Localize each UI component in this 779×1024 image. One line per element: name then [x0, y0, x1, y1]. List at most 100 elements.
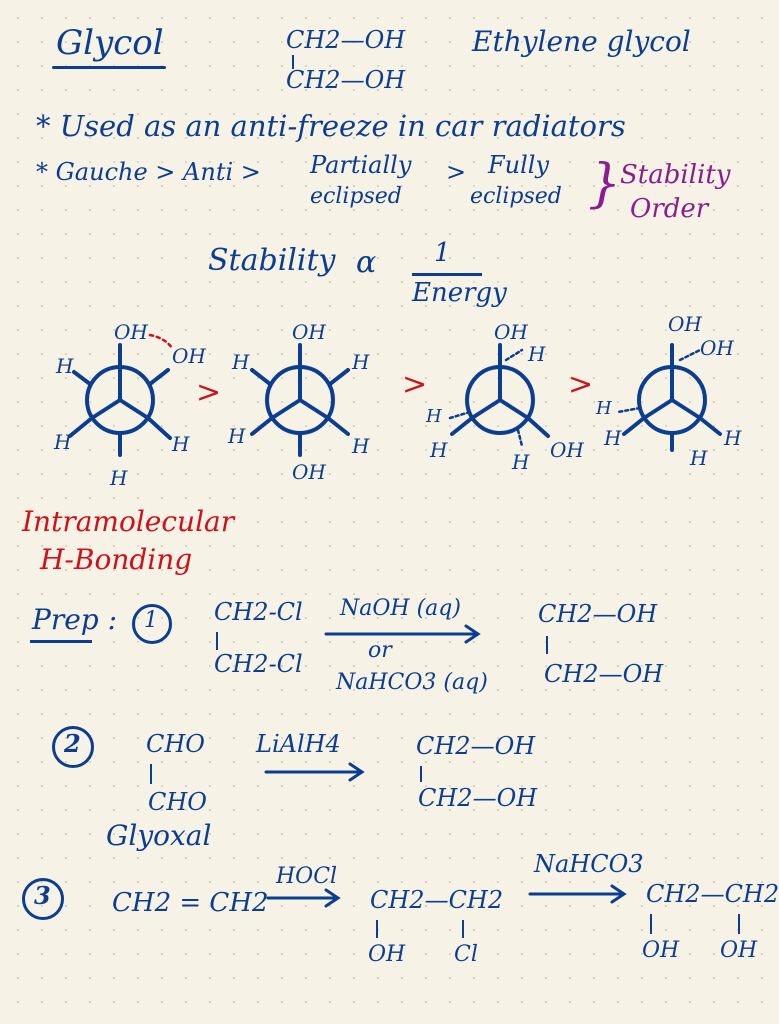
title-underline — [52, 66, 166, 69]
p1-top-oh: OH — [114, 320, 148, 344]
newman-projection-gauche — [68, 333, 174, 457]
bond-left-down — [250, 416, 274, 436]
bond-left-down — [622, 416, 646, 436]
p3-bottom-h: H — [512, 450, 530, 474]
step-1-reactant-bond — [216, 632, 218, 650]
step-1-product-bond — [546, 636, 548, 654]
hydrogen-bond-dots — [148, 333, 174, 350]
dashed-bond-left — [616, 406, 642, 414]
p2-left-up-h: H — [232, 350, 250, 374]
formula-bond — [292, 55, 294, 69]
stability-order-prefix: * Gauche > Anti > — [36, 158, 261, 186]
p1-left-up-h: H — [56, 354, 74, 378]
p3-left-down-h: H — [430, 438, 448, 462]
bond-left-down — [450, 416, 474, 436]
stability-eclipsed-1: eclipsed — [310, 184, 402, 209]
p3-top-oh: OH — [494, 320, 528, 344]
prep-label: Prep : — [32, 603, 118, 636]
front-bond-right — [498, 398, 530, 420]
p1-top-right-oh: OH — [172, 344, 206, 368]
step-1-number: 1 — [144, 608, 158, 633]
bond-right-down — [698, 416, 722, 436]
p4-top-oh: OH — [668, 312, 702, 336]
step-1-reagent-or: or — [368, 638, 392, 663]
step-2-product-bond — [420, 766, 422, 782]
newman-projection-anti — [250, 343, 350, 457]
p4-left-down-h: H — [604, 426, 622, 450]
front-bond-right — [670, 398, 702, 420]
p1-bottom-h: H — [110, 466, 128, 490]
front-bond-right — [118, 398, 150, 420]
step-3-reagent-2: NaHCO3 — [534, 850, 644, 878]
p4-bottom-h: H — [690, 446, 708, 470]
step-3-reagent-1: HOCl — [276, 864, 338, 889]
front-bond-right — [298, 398, 330, 420]
step-3-reactant: CH2 = CH2 — [112, 888, 269, 918]
dashed-bond-top-right — [504, 348, 524, 362]
relation-numerator: 1 — [434, 238, 451, 268]
glycol-formula-line-1: CH2—OH — [286, 26, 406, 54]
stability-partially: Partially — [310, 151, 412, 179]
front-bond-left — [90, 398, 122, 420]
p2-bottom-oh: OH — [292, 460, 326, 484]
step-2-reagent: LiAlH4 — [256, 730, 341, 758]
step-3-circle — [22, 878, 64, 920]
step-2-reactant-2: CHO — [148, 788, 207, 816]
prep-underline — [30, 640, 92, 643]
step-1-reactant-2: CH2-Cl — [214, 650, 303, 678]
front-bond-left — [270, 398, 302, 420]
proportional-symbol: α — [356, 245, 377, 280]
bond-right-down — [526, 416, 550, 438]
p2-right-up-h: H — [352, 350, 370, 374]
p2-top-oh: OH — [292, 320, 326, 344]
relation-lhs: Stability — [208, 243, 336, 278]
step-3-number: 3 — [34, 881, 51, 910]
bond-right-up — [328, 368, 350, 386]
p4-right-down-h: H — [724, 426, 742, 450]
note-antifreeze: * Used as an anti-freeze in car radiator… — [36, 109, 626, 143]
dashed-bond-top-right — [678, 348, 702, 362]
front-bond-left — [642, 398, 674, 420]
step-3-product-bond-2 — [738, 914, 740, 934]
glyoxal-label: Glyoxal — [106, 819, 212, 852]
page-title: Glycol — [56, 23, 164, 63]
step-2-circle — [52, 726, 94, 768]
bond-left-down — [68, 416, 94, 438]
step-2-reactant-1: CHO — [146, 730, 205, 758]
fraction-bar — [412, 273, 482, 276]
step-3-product: CH2—CH2 — [646, 880, 779, 908]
p3-right-down-oh: OH — [550, 438, 584, 462]
p2-left-down-h: H — [228, 424, 246, 448]
relation-denominator: Energy — [412, 278, 507, 308]
step-3-intermediate-cl: Cl — [454, 942, 478, 967]
step-1-product-2: CH2—OH — [544, 660, 664, 688]
step-1-reactant-1: CH2-Cl — [214, 598, 303, 626]
step-3-product-oh-1: OH — [642, 938, 680, 963]
p3-top-right-h: H — [528, 342, 546, 366]
glycol-formula-line-2: CH2—OH — [286, 66, 406, 94]
compound-name: Ethylene glycol — [472, 25, 691, 58]
hbond-label-line-2: H-Bonding — [40, 543, 193, 576]
stability-gt: > — [446, 158, 467, 186]
stability-order-label-2: Order — [630, 194, 709, 224]
step-2-reactant-bond — [150, 764, 152, 784]
p3-left-h: H — [426, 406, 442, 427]
p1-right-down-h: H — [172, 432, 190, 456]
bond-left-up — [250, 368, 272, 386]
newman-projection-partially-eclipsed — [448, 343, 550, 448]
step-1-reagent-bottom: NaHCO3 (aq) — [336, 670, 488, 695]
bond-right-down — [326, 416, 350, 436]
step-3-product-bond-1 — [650, 914, 652, 934]
gt-symbol-3: > — [568, 367, 594, 402]
p2-right-down-h: H — [352, 434, 370, 458]
step-1-product-1: CH2—OH — [538, 600, 658, 628]
dashed-bond-left — [448, 410, 472, 420]
step-2-product-2: CH2—OH — [418, 784, 538, 812]
p4-top-right-oh: OH — [700, 336, 734, 360]
stability-brace: } — [588, 154, 622, 214]
hbond-label-line-1: Intramolecular — [22, 505, 235, 538]
step-3-product-oh-2: OH — [720, 938, 758, 963]
